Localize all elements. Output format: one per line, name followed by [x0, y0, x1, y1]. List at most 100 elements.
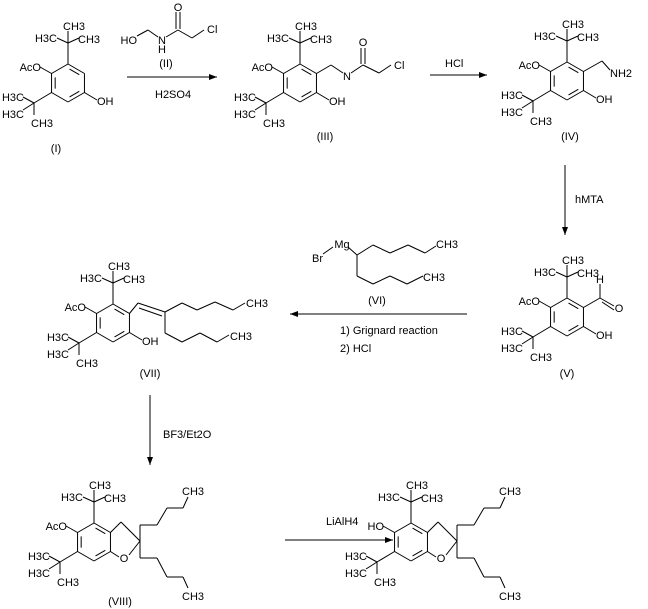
- atom-label: H: [158, 44, 166, 56]
- bond: [110, 551, 120, 558]
- atom-label: O: [120, 553, 129, 565]
- bond: [164, 302, 183, 313]
- atom-label: H3C: [47, 349, 69, 361]
- bond: [271, 66, 284, 74]
- atom-label: Br: [312, 253, 323, 265]
- bond: [22, 96, 35, 104]
- bond: [376, 551, 395, 563]
- bond: [362, 64, 380, 74]
- bond: [164, 332, 183, 343]
- atom-label: CH3: [499, 591, 521, 603]
- bond: [56, 37, 69, 44]
- bond: [406, 275, 424, 285]
- atom-label: H3C: [501, 343, 523, 355]
- atom-label: CH3: [263, 118, 285, 130]
- atom-label: H3C: [2, 109, 24, 121]
- ring-bond: [77, 522, 95, 533]
- bond: [599, 297, 615, 307]
- bond: [566, 35, 579, 42]
- atom-label: CH3: [499, 486, 521, 498]
- atom-label: Cl: [394, 60, 404, 72]
- bond: [378, 64, 392, 74]
- bond: [356, 275, 374, 285]
- atom-label: H3C: [28, 551, 50, 563]
- atom-label: CH3: [230, 331, 252, 343]
- bond: [437, 521, 458, 542]
- bond: [110, 521, 122, 533]
- bond: [120, 521, 141, 542]
- double-bond: [138, 307, 163, 317]
- bond: [427, 521, 439, 533]
- bond: [101, 277, 114, 284]
- ring-bond: [550, 90, 568, 101]
- bond: [499, 576, 506, 589]
- bond: [322, 246, 334, 255]
- atom-label: H3C: [345, 568, 367, 580]
- atom-label: OH: [97, 96, 114, 108]
- ring-bond: [566, 326, 584, 337]
- ring-double-bond: [95, 527, 106, 535]
- atom-label: H3C: [501, 326, 523, 338]
- ring-bond: [96, 303, 114, 314]
- bond: [84, 92, 98, 101]
- bond: [182, 576, 189, 589]
- bond: [538, 64, 551, 72]
- bond: [347, 246, 358, 256]
- bond: [199, 332, 218, 343]
- atom-label: CH3: [31, 118, 53, 130]
- bond: [93, 496, 106, 503]
- reagent-hcl-2: 2) HCl: [340, 343, 371, 355]
- atom-label: H3C: [234, 109, 256, 121]
- atom-label: CH3: [89, 480, 111, 492]
- atom-label: H3C: [534, 267, 556, 279]
- arrow-step5-head: [147, 457, 153, 465]
- ring-bond: [77, 551, 95, 562]
- bond: [78, 332, 97, 344]
- ring-bond: [550, 61, 568, 72]
- atom-label: H3C: [2, 92, 24, 104]
- atom-label: CH3: [577, 268, 599, 280]
- bond: [232, 302, 246, 311]
- bond: [82, 496, 95, 503]
- ring-double-bond: [301, 90, 312, 98]
- ring-bond: [394, 551, 412, 562]
- bond: [182, 496, 189, 509]
- bond: [372, 244, 391, 254]
- ring-bond: [410, 522, 428, 533]
- ring-double-bond: [568, 302, 579, 310]
- bond: [410, 496, 423, 503]
- reagent-bf3-et2o: BF3/Et2O: [163, 429, 212, 441]
- atom-label: H3C: [267, 33, 289, 45]
- ring-bond: [299, 63, 317, 74]
- ring-bond: [394, 522, 412, 533]
- ring-bond: [93, 551, 111, 562]
- atom-label: CH3: [76, 358, 98, 370]
- bond: [129, 302, 139, 314]
- atom-label: O: [615, 303, 624, 315]
- bond: [555, 271, 568, 278]
- compound-label-IV: (IV): [561, 131, 579, 143]
- reagent-hmta: hMTA: [575, 194, 604, 206]
- ring-bond: [410, 551, 428, 562]
- bond: [214, 301, 234, 311]
- ring-bond: [566, 297, 584, 308]
- ring-double-bond: [114, 330, 125, 338]
- bond: [288, 37, 301, 44]
- bond: [181, 302, 198, 311]
- bond: [583, 90, 597, 99]
- ring-double-bond: [69, 68, 80, 76]
- atom-label: CH3: [310, 34, 332, 46]
- bond: [265, 92, 284, 104]
- bond: [538, 300, 551, 308]
- bond: [356, 244, 374, 256]
- atom-label: AcO: [20, 62, 42, 74]
- atom-label: O: [174, 2, 183, 14]
- atom-label: CH3: [63, 21, 85, 33]
- ring-bond: [67, 92, 85, 103]
- atom-label: H3C: [378, 492, 400, 504]
- atom-label: N: [158, 35, 166, 47]
- bond: [427, 551, 437, 558]
- bond: [156, 557, 168, 578]
- atom-label: AcO: [65, 302, 87, 314]
- ring-bond: [566, 61, 584, 72]
